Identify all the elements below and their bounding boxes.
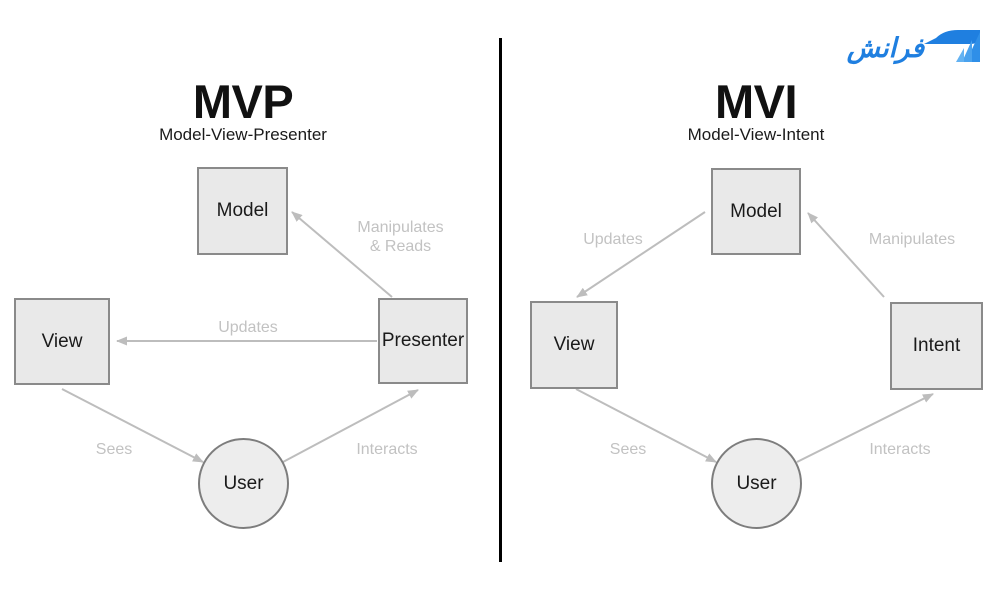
mvi-edge-intent-to-model	[807, 212, 885, 298]
wing-swoosh-icon	[924, 30, 980, 62]
mvp-node-view-label: View	[41, 330, 83, 352]
mvi-title: MVI	[714, 75, 798, 128]
mvp-node-presenter-label: Presenter	[381, 330, 465, 351]
mvi-edge-model-to-view	[576, 211, 706, 298]
mvi-subtitle: Model-View-Intent	[687, 125, 825, 144]
mvi-node-model: Model	[711, 168, 801, 255]
mvi-node-user-label: User	[736, 472, 777, 494]
mvp-subtitle: Model-View-Presenter	[159, 125, 327, 144]
mvp-node-model-label: Model	[216, 200, 269, 221]
mvp-title: MVP	[192, 75, 294, 128]
mvi-node-user: User	[711, 438, 802, 529]
mvp-node-view: View	[14, 298, 110, 385]
panel-divider	[499, 38, 502, 562]
mvp-edge-view-to-user	[61, 388, 204, 463]
mvi-node-view-label: View	[553, 334, 595, 355]
mvp-edge-presenter-to-model	[291, 211, 393, 298]
mvi-edge-view-to-user	[575, 388, 717, 463]
mvi-node-intent: Intent	[890, 302, 983, 390]
mvi-node-intent-label: Intent	[912, 335, 961, 356]
mvp-node-model: Model	[197, 167, 288, 255]
mvp-node-user: User	[198, 438, 289, 529]
mvp-node-user-label: User	[223, 472, 264, 494]
mvp-edge-user-to-presenter	[282, 389, 419, 463]
watermark-brand-text: فرانش	[846, 33, 925, 63]
mvi-node-model-label: Model	[730, 200, 782, 222]
mvi-edge-user-to-intent	[796, 393, 934, 463]
mvi-node-view: View	[530, 301, 618, 389]
mvp-node-presenter: Presenter	[378, 298, 468, 384]
watermark-logo: فرانش	[806, 22, 986, 70]
